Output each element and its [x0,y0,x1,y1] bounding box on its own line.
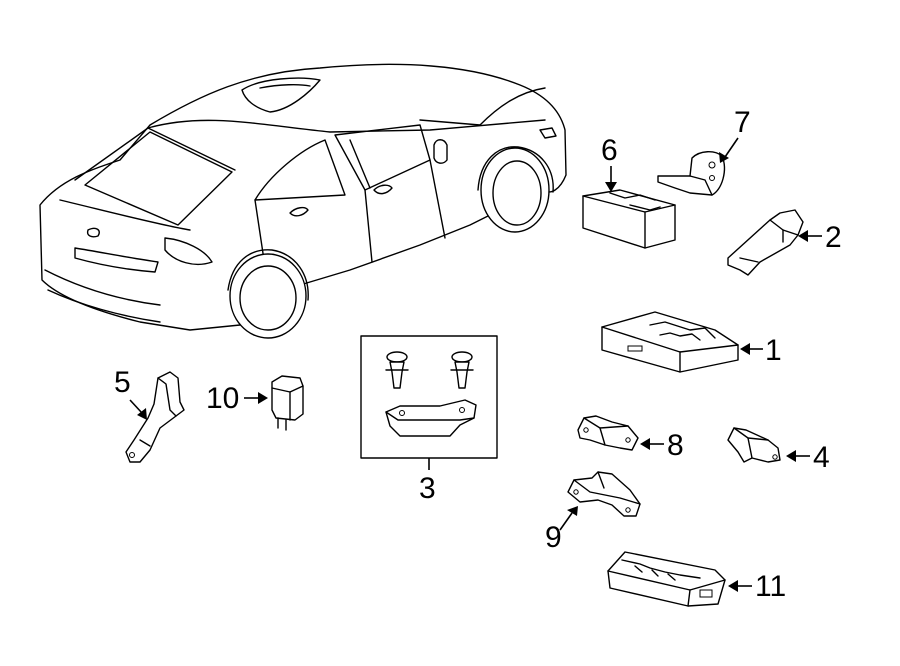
callout-6: 6 [601,134,618,192]
part-8-antenna [577,415,639,451]
callout-3: 3 [419,458,436,505]
part-4-antenna [727,427,781,463]
part-3-kit-box [360,335,498,459]
callout-5: 5 [114,366,147,420]
part-6-control-module [582,189,676,249]
callout-9: 9 [545,506,578,554]
callout-2: 2 [798,221,842,254]
callout-label-3: 3 [419,472,436,505]
part-3-clip-left [385,351,409,389]
callout-label-6: 6 [601,134,618,167]
callout-label-4: 4 [813,441,830,474]
callout-label-11: 11 [755,570,786,603]
part-11-control-unit [607,551,726,607]
callout-label-5: 5 [114,366,131,399]
part-2-antenna [727,209,804,276]
callout-10: 10 [206,382,268,415]
part-7-bracket [657,151,726,196]
callout-4: 4 [786,441,830,474]
part-3-clip-right [450,351,474,389]
callout-label-10: 10 [206,382,239,415]
callout-8: 8 [640,429,684,462]
callout-label-1: 1 [765,334,782,367]
callout-11: 11 [728,570,786,603]
part-1-keyless-module [601,311,739,373]
callout-7: 7 [719,106,751,163]
callout-label-2: 2 [825,221,842,254]
part-9-bracket [567,471,641,517]
callout-label-9: 9 [545,521,562,554]
part-5-antenna [125,371,185,463]
callout-label-8: 8 [667,429,684,462]
callout-1: 1 [740,334,782,367]
part-10-relay [271,375,304,431]
vehicle-illustration [39,63,567,339]
callout-label-7: 7 [734,106,751,139]
